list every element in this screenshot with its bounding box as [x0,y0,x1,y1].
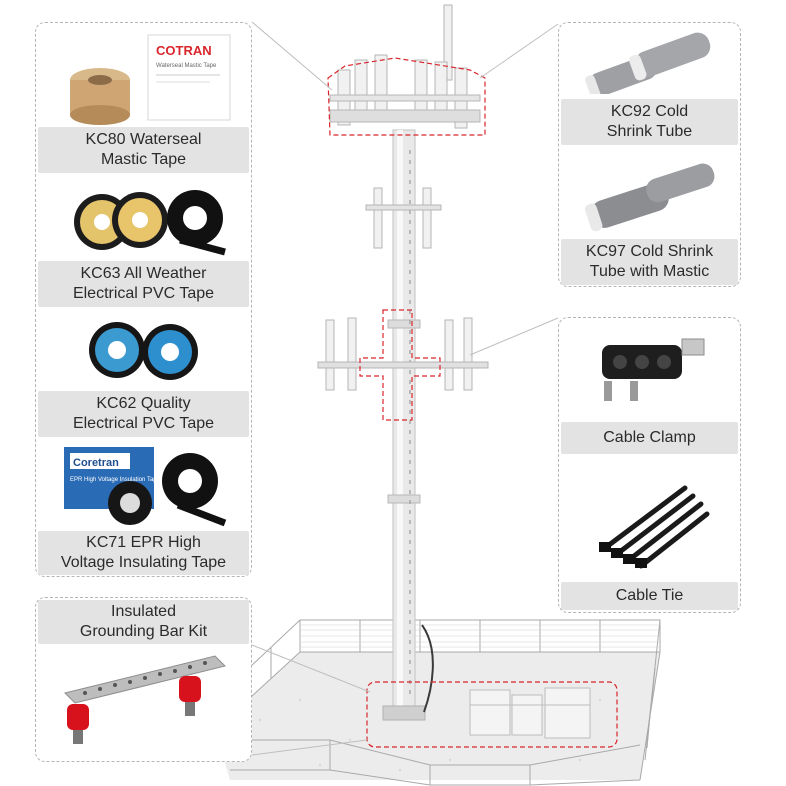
kc71-box-brand: Coretran [73,457,119,469]
kc80-label: KC80 Waterseal Mastic Tape [38,127,249,173]
kc63-label-line2: Electrical PVC Tape [72,285,215,302]
ground-pad [215,652,660,780]
mid-antenna-array [365,187,442,249]
top-antenna-array [329,4,481,129]
connector-lines [251,21,559,756]
cable-clamp-label: Cable Clamp [561,422,738,454]
kc92-product-image [575,32,725,94]
equipment-cabinets [469,687,591,739]
kc97-label-line1: KC97 Cold Shrink [585,243,714,260]
kc71-label-line1: KC71 EPR High [86,534,201,551]
cable-clamp-label-line1: Cable Clamp [603,429,696,446]
kc63-label-line1: KC63 All Weather [80,265,207,282]
cable-tie-label-line1: Cable Tie [615,587,684,604]
kc71-box-subtitle: EPR High Voltage Insulation Tape [70,477,161,483]
kc62-label-line2: Electrical PVC Tape [72,415,215,432]
grounding-bar-image [55,648,235,756]
fence-mesh [300,624,660,648]
grounding-label-line1: Insulated [111,603,176,620]
kc92-label-line2: Shrink Tube [606,123,693,140]
kc80-box-subtitle: Waterseal Mastic Tape [156,63,217,69]
kc62-product-image [82,312,212,388]
kc92-label: KC92 Cold Shrink Tube [561,99,738,145]
kc97-label-line2: Tube with Mastic [589,263,710,280]
highlight-zones [327,57,618,748]
kc80-product-image: COTRAN Waterseal Mastic Tape [60,30,235,125]
kc80-label-line1: KC80 Waterseal [85,131,202,148]
cable-tie-label: Cable Tie [561,582,738,610]
kc97-label: KC97 Cold Shrink Tube with Mastic [561,239,738,285]
kc63-label: KC63 All Weather Electrical PVC Tape [38,261,249,307]
kc71-label: KC71 EPR High Voltage Insulating Tape [38,531,249,575]
grounding-label: Insulated Grounding Bar Kit [38,600,249,644]
cable-clamp-image [590,325,720,410]
perimeter-fence [214,619,661,786]
lower-antenna-array [317,317,489,391]
kc62-label-line1: KC62 Quality [96,395,191,412]
kc97-product-image [578,160,728,232]
kc62-label: KC62 Quality Electrical PVC Tape [38,391,249,437]
kc71-product-image: Coretran EPR High Voltage Insulation Tap… [60,443,230,528]
kc71-label-line2: Voltage Insulating Tape [60,554,227,571]
monopole [382,129,434,721]
kc63-product-image [70,180,230,258]
kc80-label-line2: Mastic Tape [100,151,187,168]
kc80-box-brand: COTRAN [156,43,212,58]
grounding-label-line2: Grounding Bar Kit [79,623,208,640]
kc92-label-line1: KC92 Cold [610,103,689,120]
gravel-texture [258,698,602,772]
cable-tie-image [595,470,710,570]
